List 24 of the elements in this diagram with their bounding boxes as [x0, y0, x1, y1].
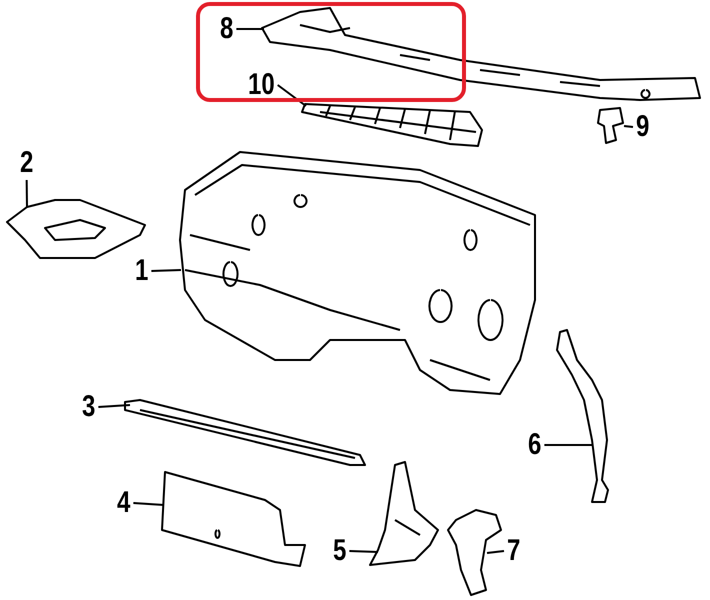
callout-number: 3	[82, 392, 96, 422]
callout-number: 7	[507, 536, 520, 566]
callout-number: 4	[117, 488, 130, 518]
leader-line	[544, 444, 593, 446]
cowl-grille-drawing	[300, 100, 485, 148]
highlight-frame	[196, 2, 466, 102]
leader-line	[26, 180, 28, 208]
callout-number: 8	[220, 14, 234, 44]
callout-number: 10	[248, 70, 275, 100]
leader-line	[349, 550, 378, 553]
leader-line	[624, 125, 634, 128]
leader-line	[277, 84, 307, 107]
callout-number: 6	[528, 430, 542, 460]
callout-number: 1	[135, 256, 148, 286]
callout-number: 9	[636, 112, 650, 142]
leader-line	[98, 404, 130, 408]
panel-drawing	[158, 470, 308, 570]
bracket-drawing	[555, 328, 610, 505]
leader-line	[133, 502, 164, 506]
leader-line	[236, 28, 264, 30]
callout-number: 2	[20, 148, 34, 178]
leader-line	[486, 550, 504, 554]
leader-line	[151, 269, 182, 272]
callout-number: 5	[333, 536, 346, 566]
